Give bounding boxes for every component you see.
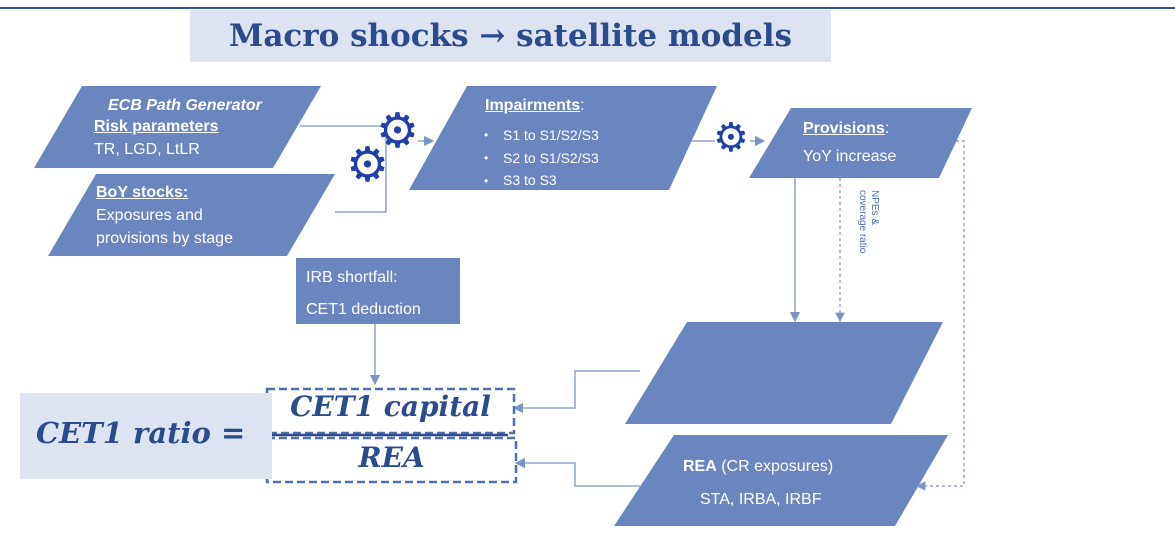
boy-stocks-shape	[48, 174, 335, 256]
formula-lhs: CET1 ratio =	[36, 416, 246, 450]
connector-provisions-rea-dashed	[915, 140, 965, 491]
formula-denominator: REA	[358, 441, 425, 474]
npe-label-line1: NPEs &	[869, 190, 880, 226]
formula-numerator: CET1 capital	[290, 390, 491, 423]
provisions-heading-colon: :	[884, 120, 890, 137]
impairments-heading-colon: :	[580, 97, 585, 114]
risk-parameters-shape	[34, 86, 321, 168]
npe-coverage-label: NPEs &coverage ratio	[856, 190, 880, 253]
connector-pnl-formula	[512, 370, 640, 414]
rea-heading: REA (CR exposures)	[683, 457, 833, 477]
impairments-shape	[409, 86, 717, 190]
provisions-line2: YoY increase	[803, 148, 897, 165]
connector-rea-formula	[514, 457, 640, 487]
impairments-bullet-3: S3 to S3	[503, 172, 557, 188]
risk-box-heading: Risk parameters	[94, 118, 219, 135]
connector-boy-gear	[335, 136, 387, 213]
impairments-heading: Impairments:	[485, 96, 585, 116]
bullet-marker: •	[484, 151, 489, 165]
provisions-heading-label: Provisions	[803, 120, 885, 137]
bullet-marker: •	[484, 174, 489, 188]
formula-background	[20, 393, 272, 479]
boy-box-heading: BoY stocks:	[96, 184, 189, 201]
rea-shape	[614, 435, 948, 526]
boy-box-line3: provisions by stage	[96, 230, 233, 247]
risk-box-params: TR, LGD, LtLR	[94, 141, 200, 158]
irb-shortfall-shape	[296, 258, 460, 324]
bullet-marker: •	[484, 128, 489, 142]
provisions-heading: Provisions:	[803, 119, 889, 139]
boy-box-line2: Exposures and	[96, 207, 203, 224]
rea-heading-rest: (CR exposures)	[716, 458, 834, 475]
gear-icon: ⚙	[713, 116, 749, 160]
rea-heading-bold: REA	[683, 458, 717, 475]
irb-line2: CET1 deduction	[306, 301, 421, 318]
top-rule	[0, 7, 1175, 9]
risk-box-title: ECB Path Generator	[108, 97, 262, 114]
page-title: Macro shocks → satellite models	[190, 10, 831, 62]
gear-icon: ⚙	[346, 139, 390, 192]
npe-label-line2: coverage ratio	[857, 190, 868, 254]
pnl-shape	[625, 322, 943, 424]
gear-icon: ⚙	[376, 105, 420, 158]
rea-line2: STA, IRBA, IRBF	[700, 491, 822, 508]
irb-line1: IRB shortfall:	[306, 269, 398, 286]
provisions-shape	[749, 108, 972, 178]
impairments-bullet-1: S1 to S1/S2/S3	[503, 127, 599, 143]
impairments-heading-label: Impairments	[485, 97, 581, 114]
impairments-bullet-2: S2 to S1/S2/S3	[503, 150, 599, 166]
